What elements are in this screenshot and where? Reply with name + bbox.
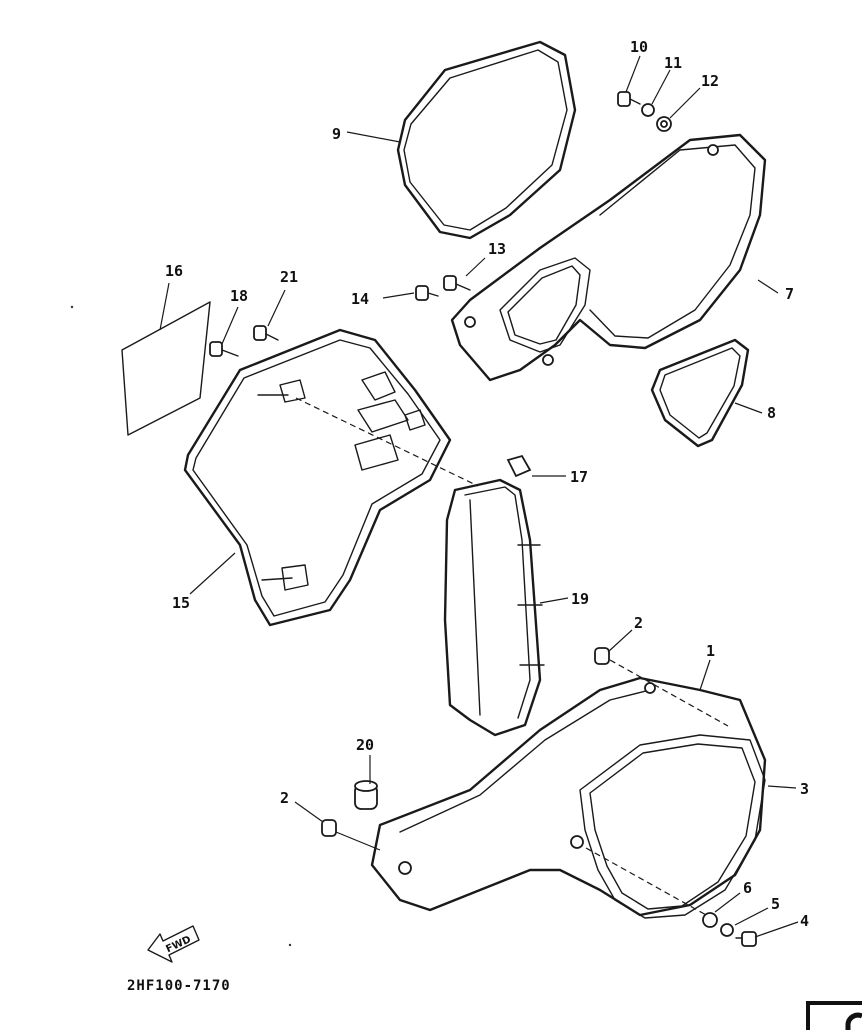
diagram-code: 2HF100-7170	[127, 978, 231, 994]
corner-box	[806, 1001, 862, 1030]
callout-15: 15	[172, 594, 190, 612]
callout-labels: 9 10 11 12 7 8 13 14 16 18 21 17 19 15 2…	[165, 38, 809, 930]
part-7-side-cover	[450, 133, 767, 382]
part-8-gasket	[650, 338, 750, 448]
callout-19: 19	[571, 590, 589, 608]
callout-3: 3	[800, 780, 809, 798]
part-9-gasket	[396, 40, 577, 240]
callout-6: 6	[743, 879, 752, 897]
alignment-lines	[295, 397, 729, 917]
callout-17: 17	[570, 468, 588, 486]
stray-dot	[70, 305, 74, 309]
part-3-gasket	[579, 734, 766, 919]
callout-7: 7	[785, 285, 794, 303]
callout-9: 9	[332, 125, 341, 143]
stray-dot	[288, 943, 292, 947]
callout-16: 16	[165, 262, 183, 280]
part-19-duct	[443, 478, 545, 737]
part-16-sheet	[121, 301, 211, 436]
callout-18: 18	[230, 287, 248, 305]
part-15-side-panel	[183, 328, 452, 627]
callout-21: 21	[280, 268, 298, 286]
fwd-arrow-icon: FWD	[147, 925, 200, 963]
callout-2-upper: 2	[634, 614, 643, 632]
callout-14: 14	[351, 290, 369, 308]
callout-13: 13	[488, 240, 506, 258]
callout-2-lower: 2	[280, 789, 289, 807]
callout-5: 5	[771, 895, 780, 913]
leader-lines	[159, 55, 799, 938]
callout-4: 4	[800, 912, 809, 930]
callout-1: 1	[706, 642, 715, 660]
callout-20: 20	[356, 736, 374, 754]
callout-8: 8	[767, 404, 776, 422]
hardware	[209, 91, 757, 947]
callout-11: 11	[664, 54, 682, 72]
callout-12: 12	[701, 72, 719, 90]
part-1-lower-side-cover	[370, 676, 767, 917]
fwd-label: FWD	[164, 934, 192, 955]
callout-10: 10	[630, 38, 648, 56]
